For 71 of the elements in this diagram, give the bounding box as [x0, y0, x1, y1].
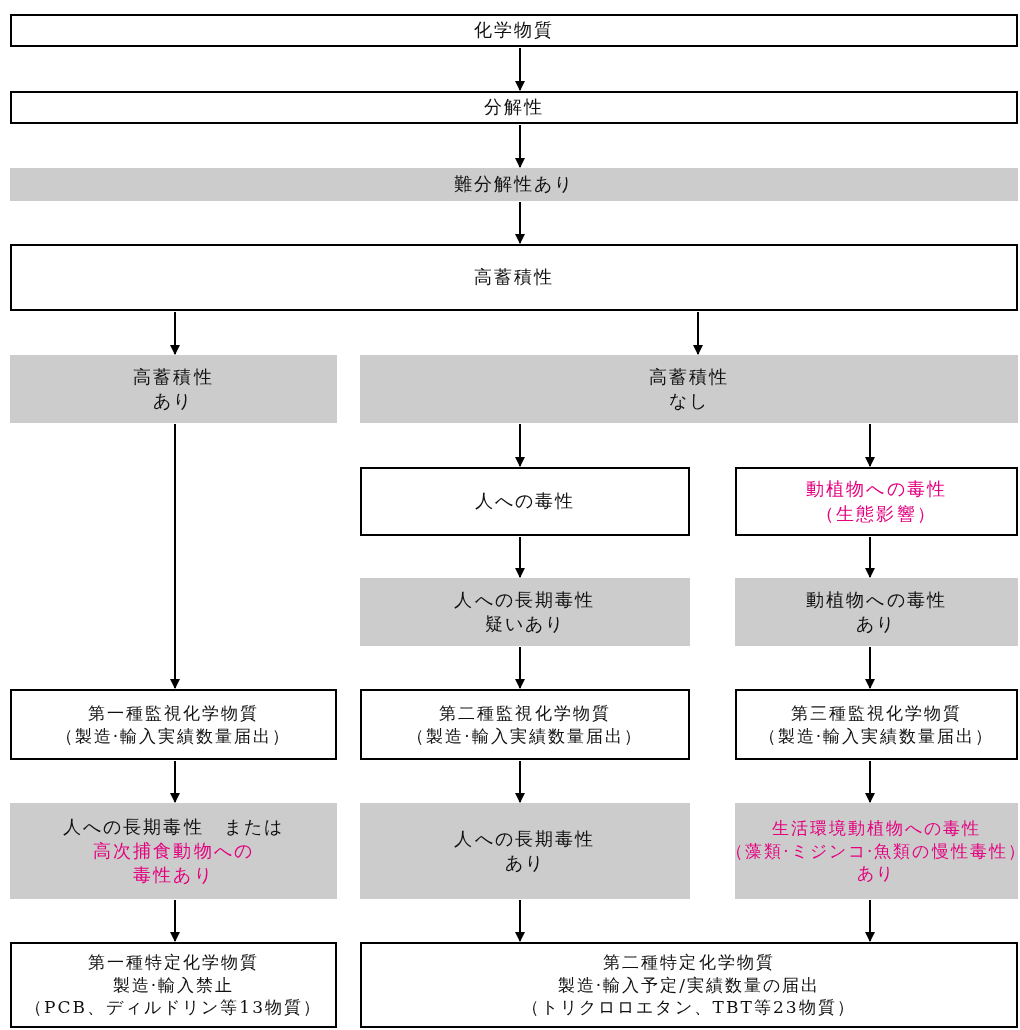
- arrow: [170, 423, 180, 689]
- node-text: 人への長期毒性: [454, 826, 596, 851]
- node-text: 人への長期毒性: [454, 587, 596, 612]
- arrow: [865, 536, 875, 578]
- node-text: （PCB、ディルドリン等13物質）: [24, 996, 323, 1020]
- arrow: [865, 760, 875, 803]
- arrow: [865, 899, 875, 942]
- node-text: （藻類·ミジンコ·魚類の慢性毒性）: [726, 839, 1020, 863]
- result-band: [10, 168, 1018, 201]
- node-text: 毒性あり: [133, 863, 214, 888]
- process-box: [360, 689, 690, 760]
- arrow: [515, 899, 525, 942]
- node-text: あり: [857, 862, 896, 886]
- node-text: （トリクロロエタン、TBT等23物質）: [522, 996, 856, 1020]
- node-text: 第二種監視化学物質: [439, 701, 611, 725]
- arrow: [693, 311, 703, 355]
- result-band: [360, 355, 1018, 423]
- node-text: 第二種特定化学物質: [603, 950, 775, 974]
- arrow: [170, 311, 180, 355]
- node-text: 製造·輸入禁止: [112, 973, 235, 997]
- node-text: あり: [504, 851, 546, 875]
- node-text: あり: [153, 389, 194, 413]
- result-band: [360, 803, 690, 899]
- arrow: [865, 423, 875, 467]
- arrow: [865, 646, 875, 689]
- node-text: 人への毒性: [474, 489, 576, 514]
- arrow: [515, 201, 525, 244]
- result-band: [10, 803, 337, 899]
- process-box: [10, 942, 337, 1028]
- node-text: 高蓄積性: [473, 265, 555, 290]
- arrow: [170, 899, 180, 942]
- arrow: [515, 536, 525, 578]
- node-text: 難分解性あり: [453, 172, 575, 197]
- arrow: [515, 760, 525, 803]
- node-text: （生態影響）: [816, 501, 937, 526]
- result-band: [735, 803, 1018, 899]
- node-text: 生活環境動植物への毒性: [771, 816, 982, 840]
- result-band: [735, 578, 1018, 646]
- process-box: [735, 689, 1018, 760]
- node-text: 動植物への毒性: [805, 477, 948, 502]
- arrow: [515, 646, 525, 689]
- node-text: 高次捕食動物への: [92, 838, 255, 863]
- arrow: [515, 423, 525, 467]
- node-text: 第一種監視化学物質: [87, 701, 260, 725]
- node-text: なし: [668, 389, 710, 413]
- node-text: （製造·輸入実績数量届出）: [55, 724, 292, 748]
- node-text: 第一種特定化学物質: [87, 950, 260, 974]
- process-box: [360, 942, 1018, 1028]
- node-text: 製造·輸入予定/実績数量の届出: [557, 973, 821, 997]
- result-band: [360, 578, 690, 646]
- arrow: [515, 47, 525, 91]
- process-box: [10, 14, 1018, 47]
- result-band: [10, 355, 337, 423]
- process-box: [10, 689, 337, 760]
- node-text: 第三種監視化学物質: [790, 701, 963, 725]
- node-text: （製造·輸入実績数量届出）: [758, 724, 995, 748]
- node-text: 高蓄積性: [648, 364, 730, 389]
- node-text: 分解性: [483, 95, 545, 120]
- process-box: [360, 467, 690, 536]
- node-text: 人への長期毒性 または: [62, 814, 285, 839]
- node-text: 疑いあり: [484, 612, 566, 636]
- arrow: [170, 760, 180, 803]
- node-text: 高蓄積性: [133, 364, 214, 389]
- node-text: あり: [856, 612, 897, 636]
- node-text: 化学物質: [473, 18, 555, 43]
- node-text: （製造·輸入実績数量届出）: [407, 724, 643, 748]
- process-box: [10, 91, 1018, 124]
- process-box: [735, 467, 1018, 536]
- node-text: 動植物への毒性: [805, 587, 948, 612]
- arrow: [515, 124, 525, 168]
- process-box: [10, 244, 1018, 311]
